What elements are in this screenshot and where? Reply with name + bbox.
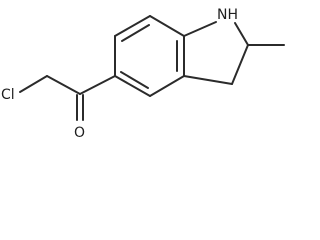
bond-cl-ch2	[19, 75, 48, 93]
bond-carbonyl-ring	[79, 75, 116, 95]
chemical-structure-diagram: Cl O NH	[1, 7, 285, 141]
bond-ring-6	[114, 75, 151, 97]
bond-ring-2	[114, 15, 151, 37]
bond-c2-c3	[231, 44, 249, 85]
atom-label-oxygen: O	[74, 125, 85, 141]
bond-ring-inner-3	[120, 71, 149, 89]
bond-ring-5	[149, 75, 185, 97]
bond-c7a-n	[183, 21, 217, 37]
atom-label-amine: NH	[217, 7, 238, 23]
bond-n-c2	[234, 22, 249, 46]
bond-c3-c3a	[183, 75, 233, 85]
bond-ch2-carbonyl	[46, 75, 81, 95]
atom-label-chlorine: Cl	[1, 87, 15, 103]
bond-ring-inner-1	[121, 24, 150, 42]
bond-ring-3	[149, 15, 185, 37]
